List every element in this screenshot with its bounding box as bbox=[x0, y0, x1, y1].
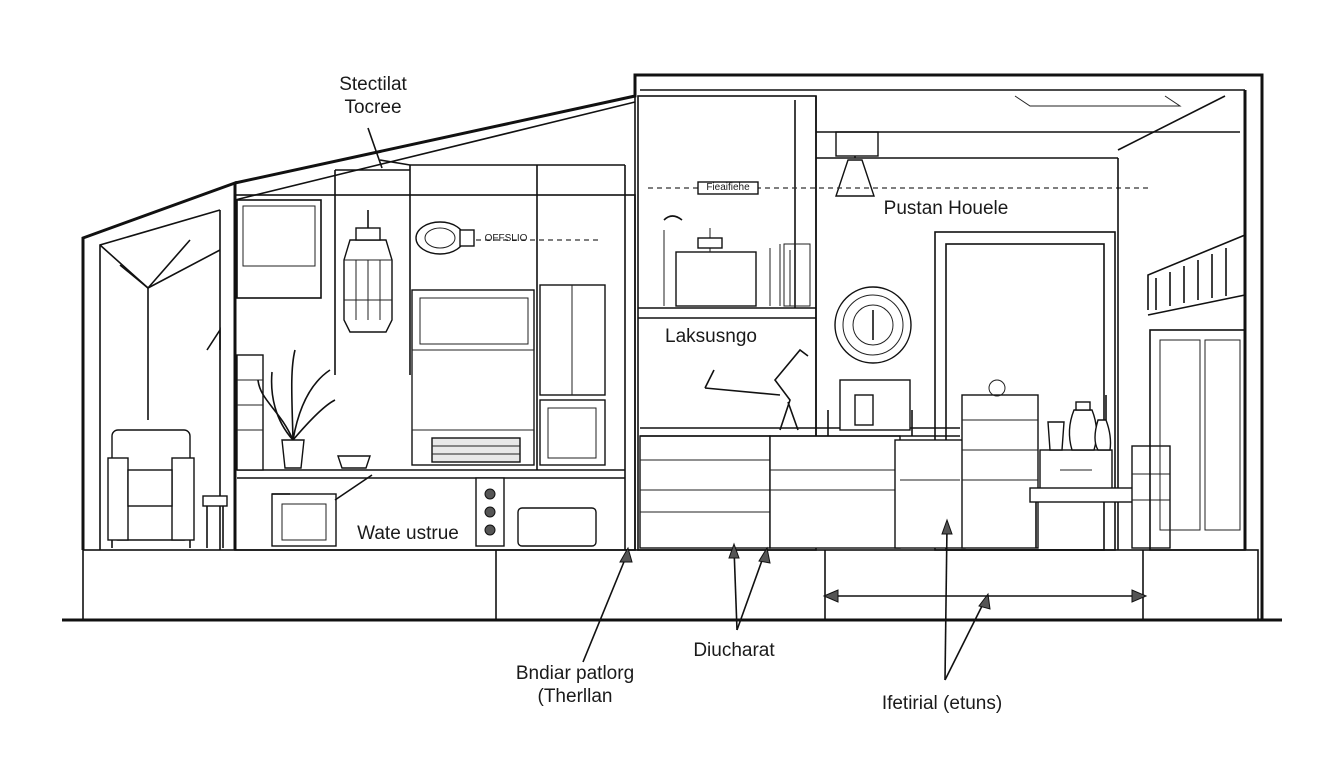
label-lower-left-room: Wate ustrue bbox=[357, 523, 459, 544]
plant-icon bbox=[257, 349, 336, 469]
label-tag-upper: Fieaifiehe bbox=[706, 182, 750, 193]
arrow-bndiar bbox=[582, 551, 629, 663]
label-top-left-line1: Stectilat bbox=[339, 74, 407, 95]
arrow-ifetirial-1 bbox=[944, 525, 948, 681]
label-middle-room: Laksusngo bbox=[665, 326, 757, 347]
leader-lines bbox=[367, 127, 1148, 681]
left-porch bbox=[81, 180, 237, 550]
arrow-diucharat-1 bbox=[733, 547, 738, 631]
label-upper-right-room: Pustan Houele bbox=[883, 198, 1009, 219]
round-mirror-icon bbox=[834, 286, 912, 364]
foundation bbox=[82, 549, 1259, 621]
left-room bbox=[234, 164, 636, 551]
label-bottom-left-line2: (Therllan bbox=[537, 686, 613, 707]
label-top-left-line2: Tocree bbox=[344, 97, 402, 118]
arrow-ifetirial-2 bbox=[944, 599, 986, 681]
tag-box bbox=[697, 181, 759, 195]
armchair-icon bbox=[107, 429, 195, 548]
label-bottom-center: Diucharat bbox=[693, 640, 775, 661]
label-top-left: Stectilat Tocree bbox=[318, 73, 428, 119]
label-bottom-right: Ifetirial (etuns) bbox=[881, 693, 1003, 714]
lantern-icon bbox=[343, 210, 393, 333]
label-tag-lamp: OFFSLIO bbox=[484, 233, 528, 244]
arrow-diucharat-2 bbox=[736, 551, 766, 631]
wall-lamp-icon bbox=[415, 221, 475, 255]
label-bottom-left: Bndiar patlorg (Therllan bbox=[500, 662, 650, 708]
pendant-lamp-icon bbox=[835, 131, 879, 197]
label-bottom-left-line1: Bndiar patlorg bbox=[515, 663, 635, 684]
stove-icon bbox=[411, 289, 535, 466]
right-room bbox=[637, 95, 1246, 551]
